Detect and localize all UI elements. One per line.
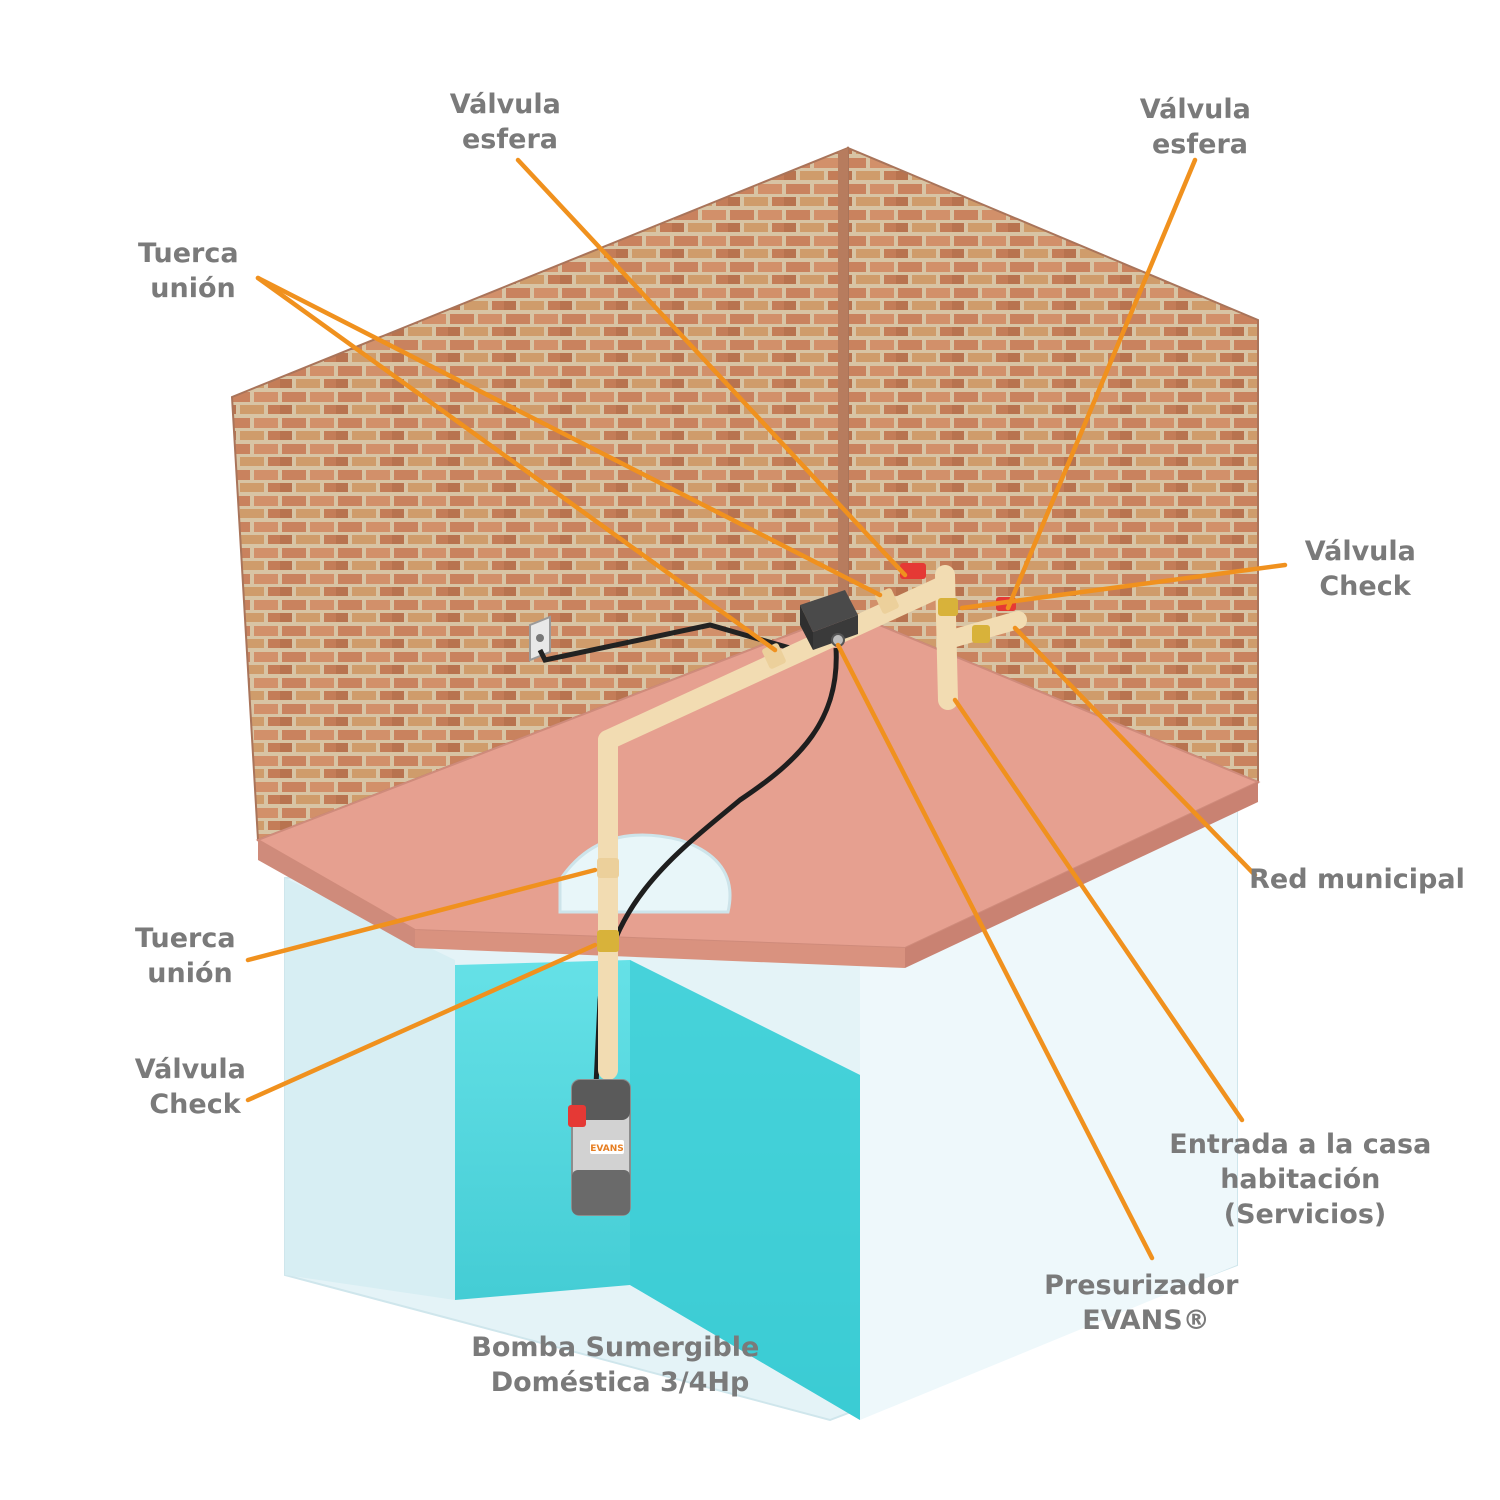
label-tuerca-union-top: Tuerca unión — [138, 238, 248, 304]
union-nut-bottom — [597, 858, 619, 878]
label-tuerca-union-bottom: Tuerca unión — [135, 923, 245, 989]
label-valvula-esfera-2: Válvula esfera — [1140, 94, 1261, 160]
leader-lines — [245, 157, 1288, 1261]
label-bomba: Bomba Sumergible Doméstica 3/4Hp — [471, 1332, 769, 1398]
leader-red-municipal — [1012, 625, 1258, 878]
leader-tuerca-union-top-b — [255, 275, 883, 598]
pressurizer-unit — [800, 590, 858, 650]
label-presurizador: Presurizador EVANS® — [1044, 1270, 1248, 1336]
leader-tuerca-union-top-a — [255, 275, 778, 653]
label-entrada-casa: Entrada a la casa habitación (Servicios) — [1169, 1129, 1440, 1230]
leader-entrada-casa — [952, 697, 1245, 1123]
leader-valvula-check-top — [959, 562, 1288, 611]
leader-valvula-esfera-1 — [515, 157, 908, 578]
check-valve-top — [938, 598, 990, 643]
leader-tuerca-union-bottom — [245, 867, 598, 963]
leader-valvula-esfera-2 — [1005, 157, 1198, 611]
label-valvula-esfera-1: Válvula esfera — [450, 89, 571, 155]
leader-presurizador — [835, 642, 1155, 1261]
leader-valvula-check-bottom — [245, 942, 598, 1103]
pump-brand: EVANS — [590, 1144, 623, 1154]
water-cutaway — [455, 960, 860, 1420]
submersible-pump: EVANS — [568, 1079, 631, 1216]
outlet-cable — [537, 622, 791, 663]
label-valvula-check-top: Válvula Check — [1305, 536, 1426, 602]
label-red-municipal: Red municipal — [1249, 864, 1465, 895]
check-valve-bottom — [597, 930, 619, 952]
electrical-outlet — [529, 615, 551, 662]
floor-slab — [255, 610, 1261, 968]
label-valvula-check-bottom: Válvula Check — [135, 1054, 256, 1120]
